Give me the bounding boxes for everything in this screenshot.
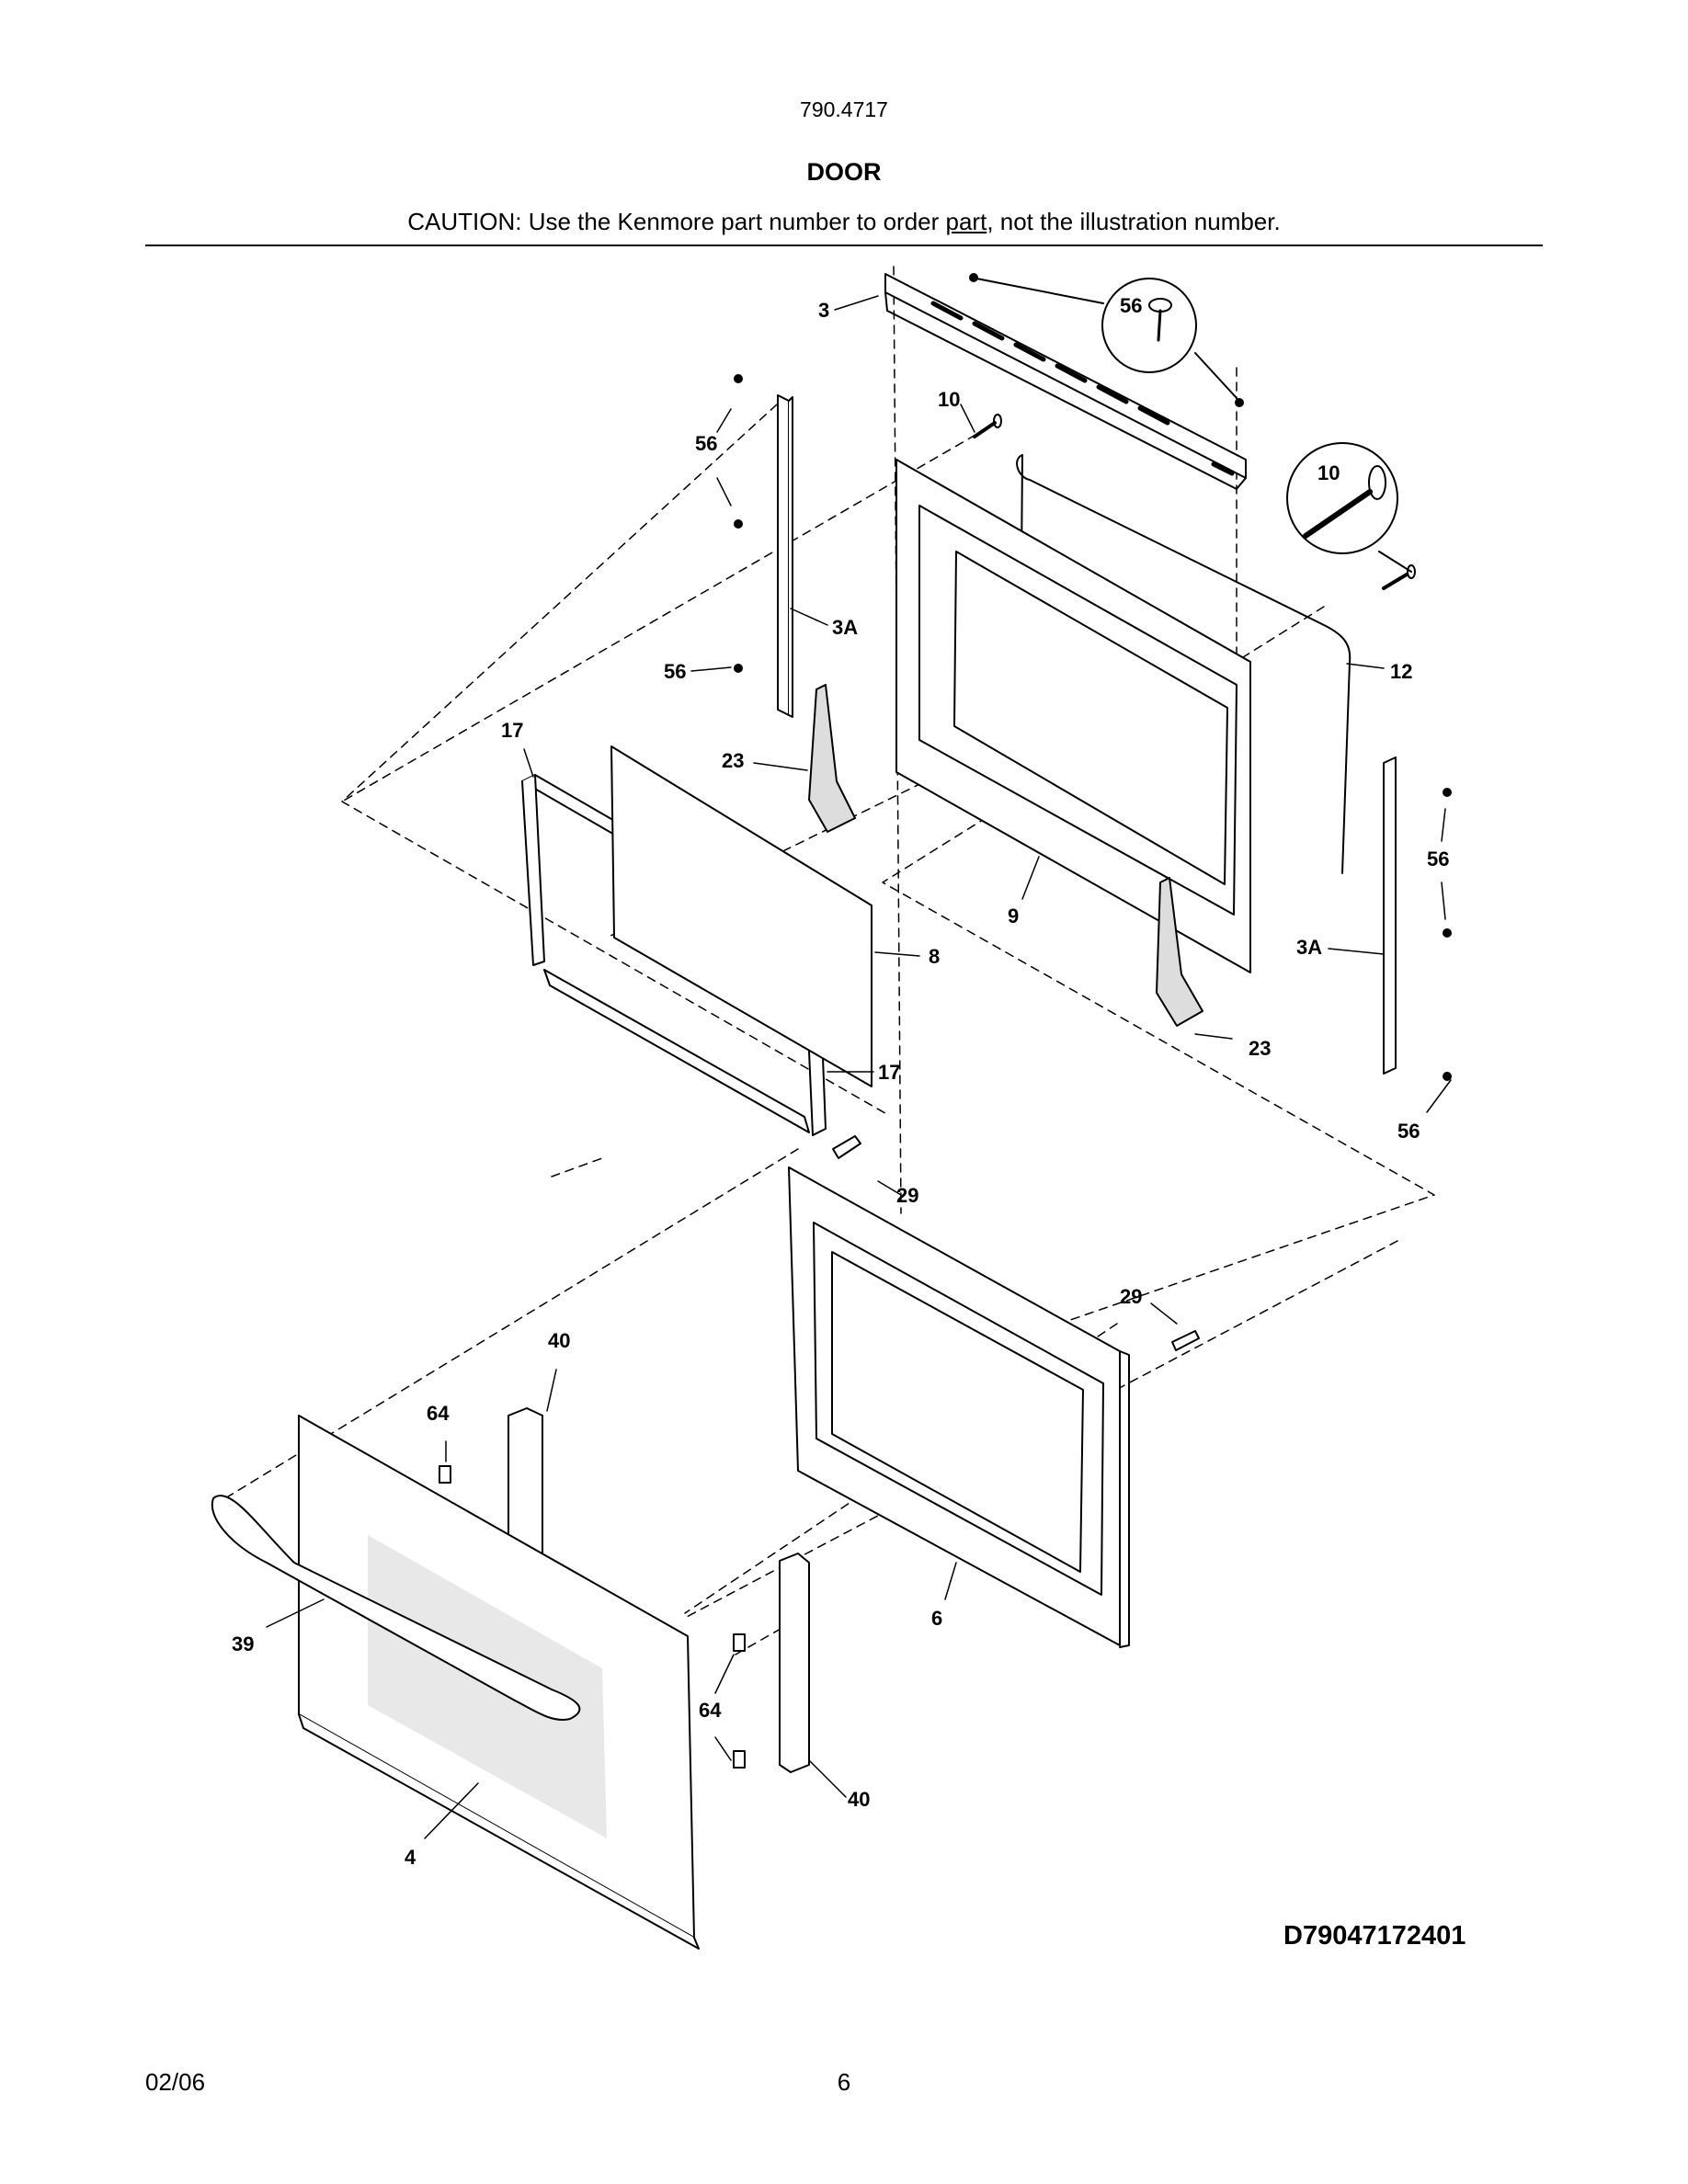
part-39-handle: [211, 1495, 581, 1721]
callout-39: 39: [232, 1632, 254, 1655]
callout-labels: 3 56 10 10 56 3A 56 12 17 23 56 9 3A 8 1…: [232, 294, 1449, 1869]
caution-prefix: CAUTION: Use the Kenmore part number to …: [407, 208, 946, 235]
callout-17-bottom: 17: [878, 1061, 900, 1084]
callout-3a-left: 3A: [832, 616, 858, 639]
part-10-detail-circle: [1286, 442, 1412, 573]
page-title: DOOR: [806, 158, 882, 186]
leader-lines: [266, 295, 1452, 1839]
callout-56-right: 56: [1427, 847, 1449, 870]
caution-link[interactable]: part: [945, 208, 987, 235]
callout-40-bottom: 40: [848, 1788, 870, 1811]
callout-10: 10: [938, 388, 960, 411]
part-8-glass: [610, 745, 873, 1087]
callout-64-bottom: 64: [699, 1699, 722, 1722]
diagram-id: D79047172401: [1283, 1921, 1466, 1951]
callout-8: 8: [929, 945, 940, 968]
footer-date: 02/06: [145, 2068, 206, 2096]
callout-6: 6: [931, 1607, 942, 1630]
callout-40-top: 40: [548, 1329, 570, 1352]
callout-23-left: 23: [722, 749, 744, 772]
caution-note: CAUTION: Use the Kenmore part number to …: [0, 208, 1688, 236]
callout-56-mid-left: 56: [664, 660, 686, 683]
callout-56-lower-right: 56: [1397, 1120, 1420, 1143]
callout-10-detail: 10: [1317, 461, 1340, 484]
screws: [734, 273, 1452, 1081]
model-number: 790.4717: [800, 97, 888, 121]
part-23-hinges: [808, 684, 1203, 1027]
callout-23-right: 23: [1249, 1037, 1271, 1060]
callout-29-top: 29: [896, 1184, 918, 1207]
callout-4: 4: [405, 1846, 416, 1869]
callout-3a-right: 3A: [1296, 936, 1322, 959]
part-3-top-trim: [884, 273, 1247, 490]
callout-9: 9: [1008, 904, 1019, 927]
callout-56-upper-left: 56: [695, 432, 717, 455]
part-6-door-liner: [788, 1166, 1130, 1648]
part-56-detail-circle: [975, 278, 1237, 399]
footer-page-number: 6: [837, 2068, 851, 2096]
part-29-spacers: [832, 1135, 1200, 1351]
callout-12: 12: [1390, 660, 1412, 683]
part-9-inner-door: [895, 459, 1251, 973]
callout-17-top: 17: [501, 719, 523, 742]
header-rule: [145, 245, 1543, 246]
part-3a-left-trim: [777, 394, 793, 718]
callout-29-right: 29: [1120, 1285, 1142, 1308]
callout-3: 3: [818, 299, 829, 322]
part-64-bumpers: [439, 1465, 746, 1769]
caution-suffix: , not the illustration number.: [987, 208, 1281, 235]
callout-64-top: 64: [427, 1402, 450, 1425]
part-3a-right-trim: [1383, 756, 1397, 1075]
callout-56-detail: 56: [1120, 294, 1142, 317]
